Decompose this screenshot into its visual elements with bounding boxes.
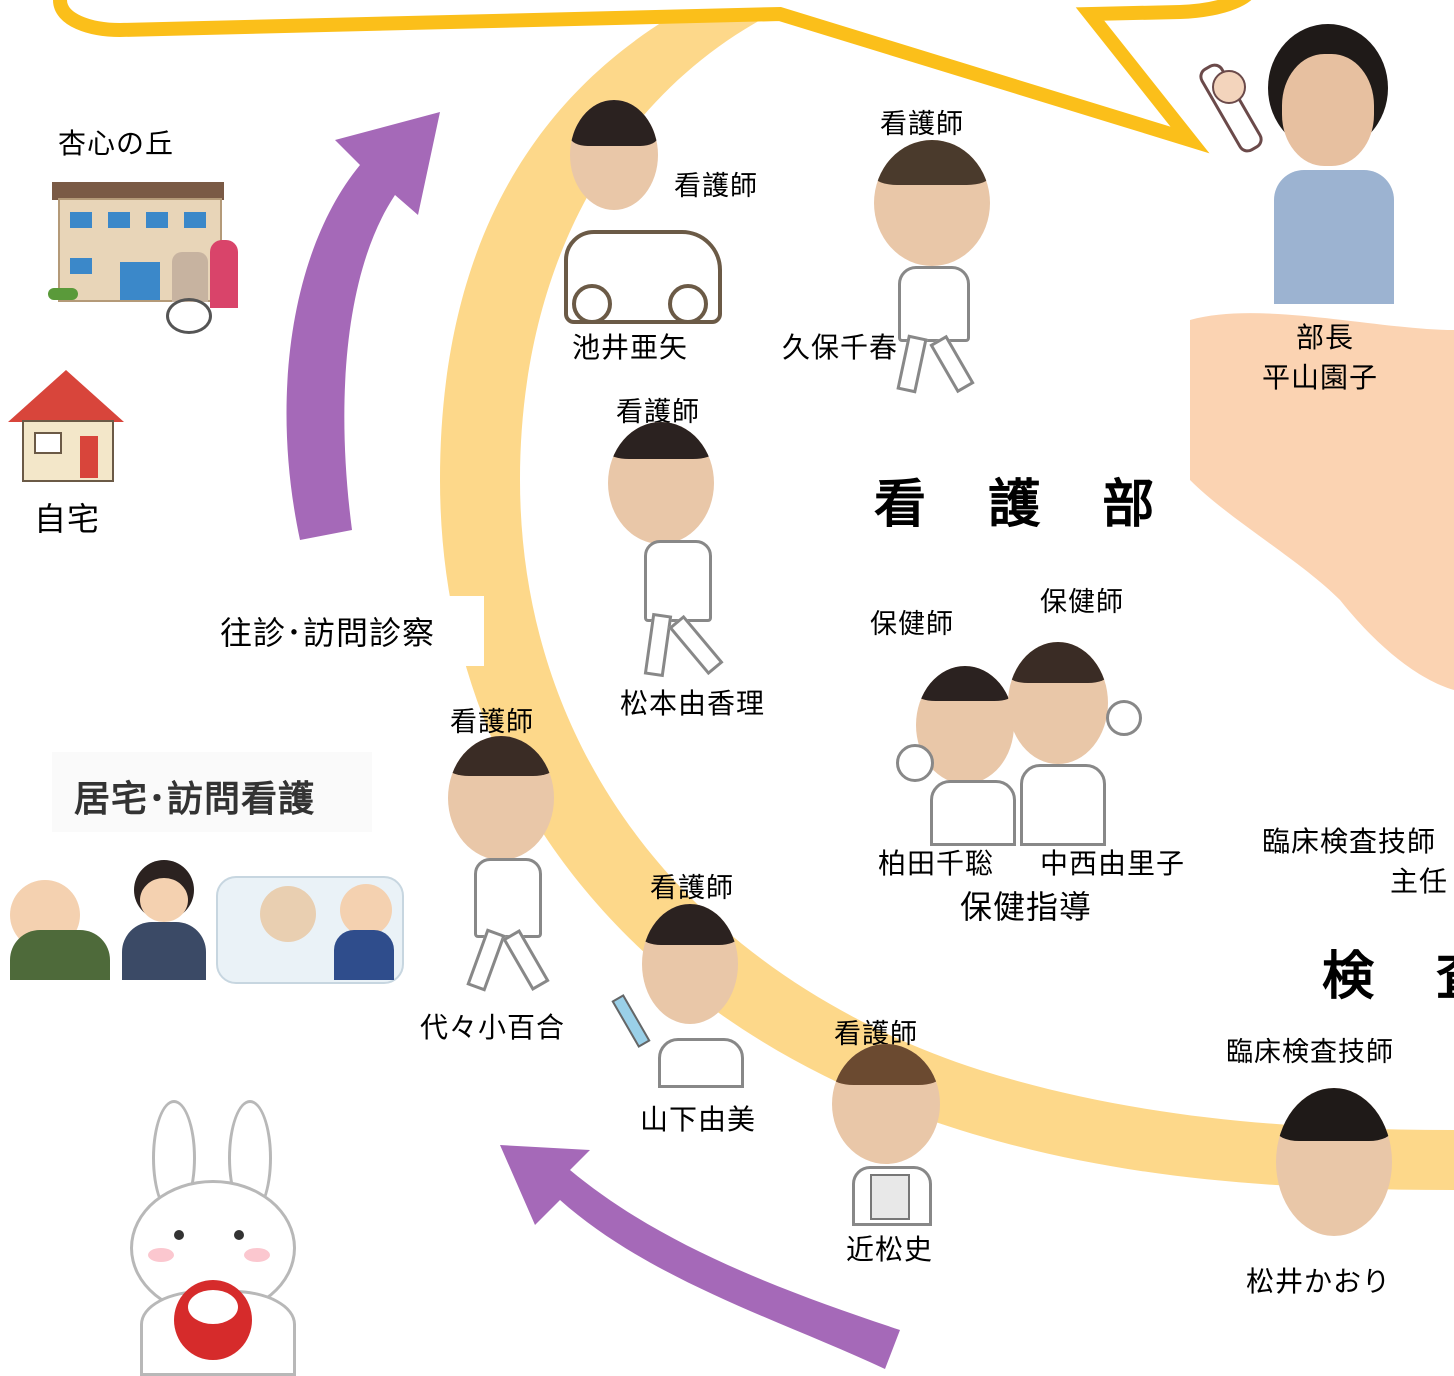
facility-label: 杏心の丘 xyxy=(58,127,175,160)
flow-arrow-bottom xyxy=(500,1145,900,1369)
lab-chief-role: 臨床検査技師 xyxy=(1262,825,1437,858)
department-head-name: 平山園子 xyxy=(1262,361,1379,394)
nurse-name-5: 山下由美 xyxy=(640,1103,757,1136)
nursing-dept-title: 看 護 部 xyxy=(874,475,1177,535)
nurse-figure-2 xyxy=(868,140,1008,394)
facility-building-icon xyxy=(40,170,255,335)
rabbit-mascot xyxy=(130,1100,300,1376)
nurse-figure-4 xyxy=(438,736,558,992)
lab-staff-role: 臨床検査技師 xyxy=(1226,1037,1394,1068)
lab-staff-photo xyxy=(1276,1088,1392,1238)
home-icon xyxy=(8,370,126,482)
nurse-figure-1 xyxy=(540,100,722,324)
nurse-figure-5 xyxy=(611,904,748,1088)
home-nursing-box xyxy=(52,752,372,832)
nurse-name-4: 代々小百合 xyxy=(420,1011,566,1044)
nurse-name-3: 松本由香理 xyxy=(620,687,766,720)
flow-arrow-up xyxy=(286,112,440,540)
nurse-figure-3 xyxy=(600,422,750,678)
nurse-figure-6 xyxy=(826,1044,946,1226)
nurse-role-2: 看護師 xyxy=(880,109,964,140)
nurse-role-1: 看護師 xyxy=(674,171,758,202)
lab-staff-name: 松井かおり xyxy=(1246,1265,1392,1298)
nurse-role-5: 看護師 xyxy=(650,873,734,904)
nurse-name-2: 久保千春 xyxy=(782,331,899,364)
lab-dept-title: 検 査 xyxy=(1322,947,1454,1007)
house-visit-label: 往診･訪問診察 xyxy=(220,614,436,652)
health-nurse-name-2: 中西由里子 xyxy=(1040,847,1186,880)
home-label: 自宅 xyxy=(34,500,101,538)
nurse-name-6: 近松史 xyxy=(846,1233,934,1266)
speech-bubble xyxy=(53,0,1252,154)
handshake-illustration xyxy=(1190,313,1454,690)
health-nurse-name-1: 柏田千聡 xyxy=(878,847,995,880)
health-nurse-role-1: 保健師 xyxy=(870,609,954,640)
lab-chief-title: 主任 xyxy=(1390,865,1449,898)
department-head-illustration xyxy=(1195,20,1412,310)
home-nursing-illustration xyxy=(10,860,404,984)
home-nursing-label: 居宅･訪問看護 xyxy=(74,779,316,820)
department-head-role: 部長 xyxy=(1296,321,1355,354)
health-guidance-label: 保健指導 xyxy=(960,888,1093,926)
health-nurses-illustration xyxy=(890,640,1150,846)
nurse-name-1: 池井亜矢 xyxy=(572,331,689,364)
nurse-role-4: 看護師 xyxy=(450,707,534,738)
house-visit-box xyxy=(214,596,484,666)
health-nurse-role-2: 保健師 xyxy=(1040,587,1124,618)
